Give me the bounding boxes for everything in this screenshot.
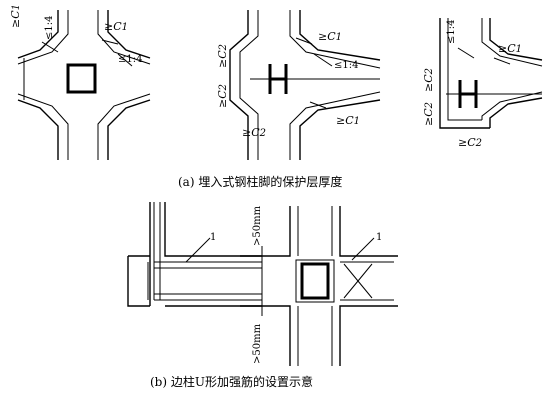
leader-label-1b: 1 [376,232,382,243]
caption-b: (b) 边柱U形加强筋的设置示意 [150,374,313,389]
svg-text:≥C2: ≥C2 [458,136,482,149]
svg-text:>50mm: >50mm [252,205,263,246]
svg-text:≤1:4: ≤1:4 [334,60,358,71]
svg-text:≥C2: ≥C2 [422,68,435,92]
svg-text:≤1:4: ≤1:4 [44,16,55,40]
svg-text:≥C1: ≥C1 [104,20,128,33]
figure-a2-h-column: ≥C2 ≥C2 ≥C1 ≤1:4 ≥C1 ≥C2 [216,10,381,160]
figure-b1-edge-column: 1 >50mm >50mm [127,202,263,364]
box-column-section [66,63,97,94]
figure-a1-box-column: ≥C1 ≤1:4 ≥C1 ≤1:4 [9,4,151,160]
svg-text:≤1:4: ≤1:4 [446,20,457,44]
svg-text:≥C2: ≥C2 [242,126,266,139]
box-column-section-b [300,262,330,300]
leader-label-1: 1 [210,232,216,243]
svg-text:≥C1: ≥C1 [9,4,22,28]
caption-a: (a) 埋入式钢柱脚的保护层厚度 [178,174,342,189]
figure-b2-joint: 1 [240,206,398,366]
figure-a3-corner-column: ≤1:4 ≥C1 ≥C2 ≥C2 ≥C2 [422,18,543,149]
svg-text:≥C1: ≥C1 [498,42,522,55]
svg-text:≥C2: ≥C2 [216,44,229,68]
svg-text:>50mm: >50mm [252,323,263,364]
svg-text:≥C2: ≥C2 [422,102,435,126]
svg-text:≥C1: ≥C1 [318,30,342,43]
svg-text:≥C2: ≥C2 [216,84,229,108]
svg-text:≥C1: ≥C1 [336,114,360,127]
svg-text:≤1:4: ≤1:4 [118,54,142,65]
